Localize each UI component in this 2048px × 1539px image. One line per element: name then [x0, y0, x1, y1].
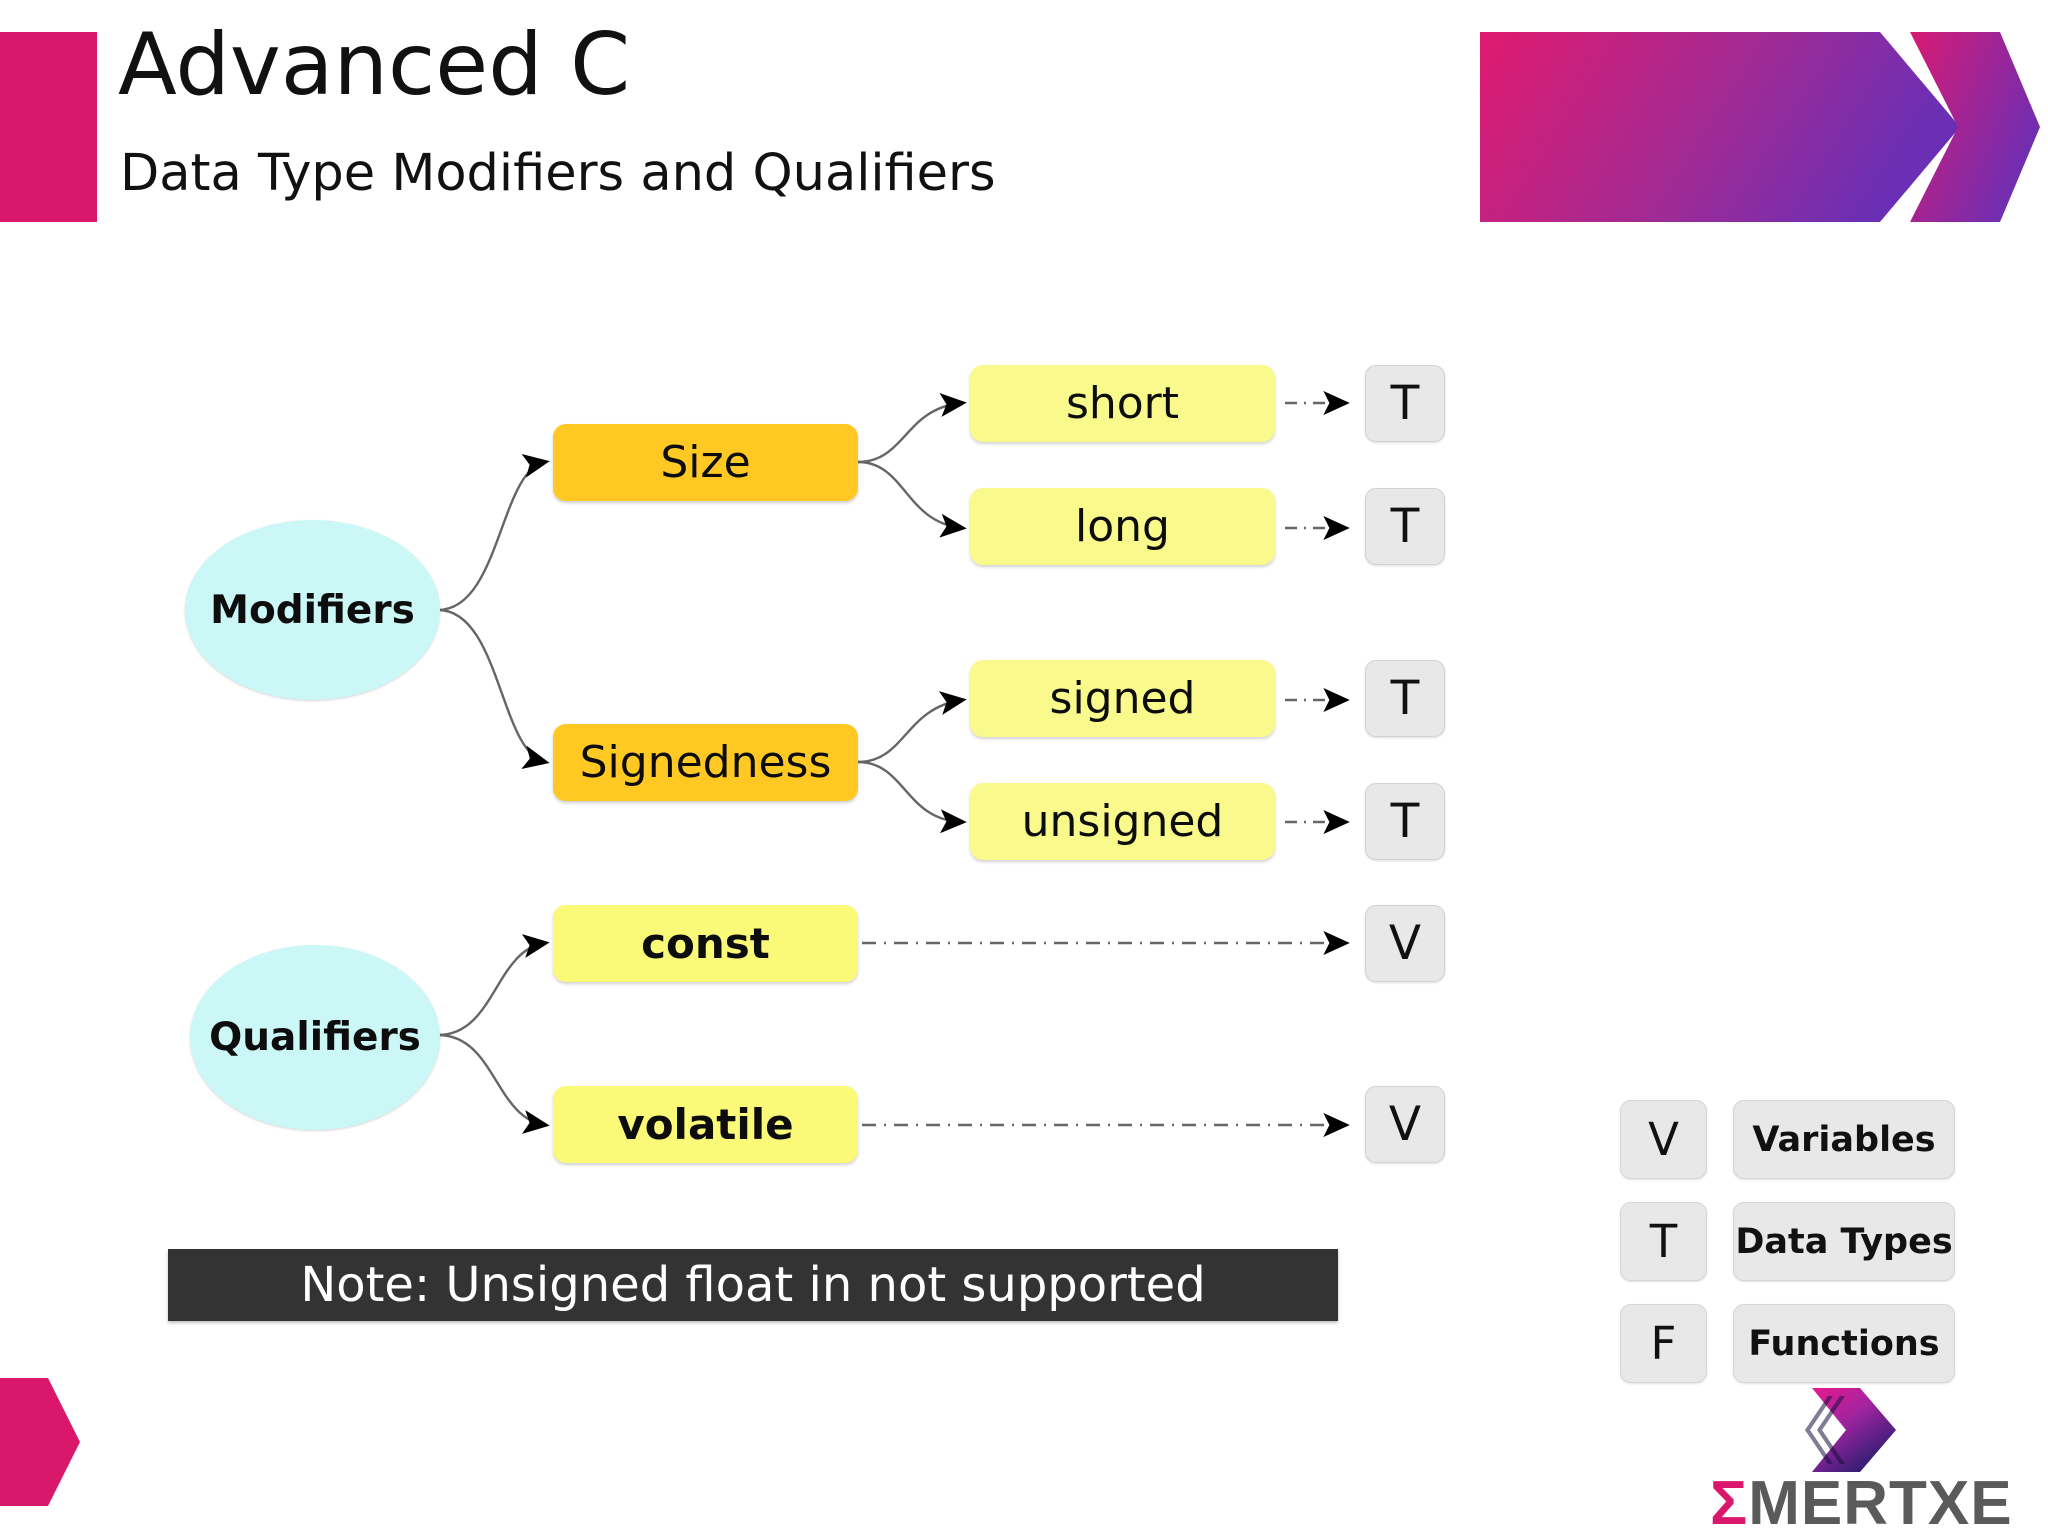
- note-banner: Note: Unsigned float in not supported: [168, 1249, 1338, 1321]
- page-subtitle: Data Type Modifiers and Qualifiers: [120, 144, 996, 203]
- node-long[interactable]: long: [970, 488, 1275, 565]
- badge-long-label: T: [1390, 499, 1420, 554]
- legend-key-v-label: V: [1648, 1113, 1679, 1166]
- node-modifiers[interactable]: Modifiers: [185, 520, 440, 700]
- legend-key-t: T: [1620, 1202, 1707, 1281]
- node-short-label: short: [1065, 378, 1180, 429]
- node-short[interactable]: short: [970, 365, 1275, 442]
- emertxe-logo-wordmark: ƩMERTXE: [1710, 1468, 2013, 1539]
- node-signed-label: signed: [1049, 673, 1196, 724]
- node-signed[interactable]: signed: [970, 660, 1275, 737]
- node-const[interactable]: const: [553, 905, 858, 982]
- node-volatile[interactable]: volatile: [553, 1086, 858, 1163]
- badge-short: T: [1365, 365, 1445, 442]
- legend-label-data-types-text: Data Types: [1735, 1221, 1953, 1262]
- node-size-label: Size: [660, 437, 751, 488]
- note-text: Note: Unsigned float in not supported: [300, 1257, 1206, 1313]
- legend-key-v: V: [1620, 1100, 1707, 1179]
- badge-short-label: T: [1390, 376, 1420, 431]
- node-volatile-label: volatile: [617, 1100, 794, 1149]
- legend-label-functions-text: Functions: [1748, 1323, 1940, 1364]
- node-qualifiers-label: Qualifiers: [209, 1015, 421, 1060]
- node-const-label: const: [641, 919, 770, 968]
- badge-long: T: [1365, 488, 1445, 565]
- badge-volatile-label: V: [1388, 1097, 1422, 1152]
- header-accent-bar: [0, 32, 97, 222]
- node-signedness[interactable]: Signedness: [553, 724, 858, 801]
- node-long-label: long: [1075, 501, 1170, 552]
- badge-volatile: V: [1365, 1086, 1445, 1163]
- legend-key-f: F: [1620, 1304, 1707, 1383]
- badge-unsigned: T: [1365, 783, 1445, 860]
- node-signedness-label: Signedness: [579, 737, 832, 788]
- page-title: Advanced C: [118, 15, 631, 115]
- legend-key-t-label: T: [1649, 1215, 1678, 1268]
- footer-accent-arrow: [0, 1378, 80, 1506]
- node-unsigned-label: unsigned: [1021, 796, 1224, 847]
- badge-const: V: [1365, 905, 1445, 982]
- node-unsigned[interactable]: unsigned: [970, 783, 1275, 860]
- logo-wordmark-text: MERTXE: [1748, 1469, 2013, 1538]
- legend-key-f-label: F: [1650, 1317, 1677, 1370]
- badge-signed: T: [1365, 660, 1445, 737]
- node-size[interactable]: Size: [553, 424, 858, 501]
- legend-label-variables: Variables: [1733, 1100, 1955, 1179]
- logo-sigma-glyph: Ʃ: [1710, 1469, 1749, 1538]
- badge-unsigned-label: T: [1390, 794, 1420, 849]
- header-arrow-banner: [1480, 32, 2040, 222]
- emertxe-logo-mark: [1805, 1388, 1896, 1472]
- badge-signed-label: T: [1390, 671, 1420, 726]
- legend-label-data-types: Data Types: [1733, 1202, 1955, 1281]
- node-modifiers-label: Modifiers: [210, 587, 415, 633]
- node-qualifiers[interactable]: Qualifiers: [190, 945, 440, 1130]
- badge-const-label: V: [1388, 916, 1422, 971]
- legend-label-functions: Functions: [1733, 1304, 1955, 1383]
- legend-label-variables-text: Variables: [1752, 1119, 1936, 1160]
